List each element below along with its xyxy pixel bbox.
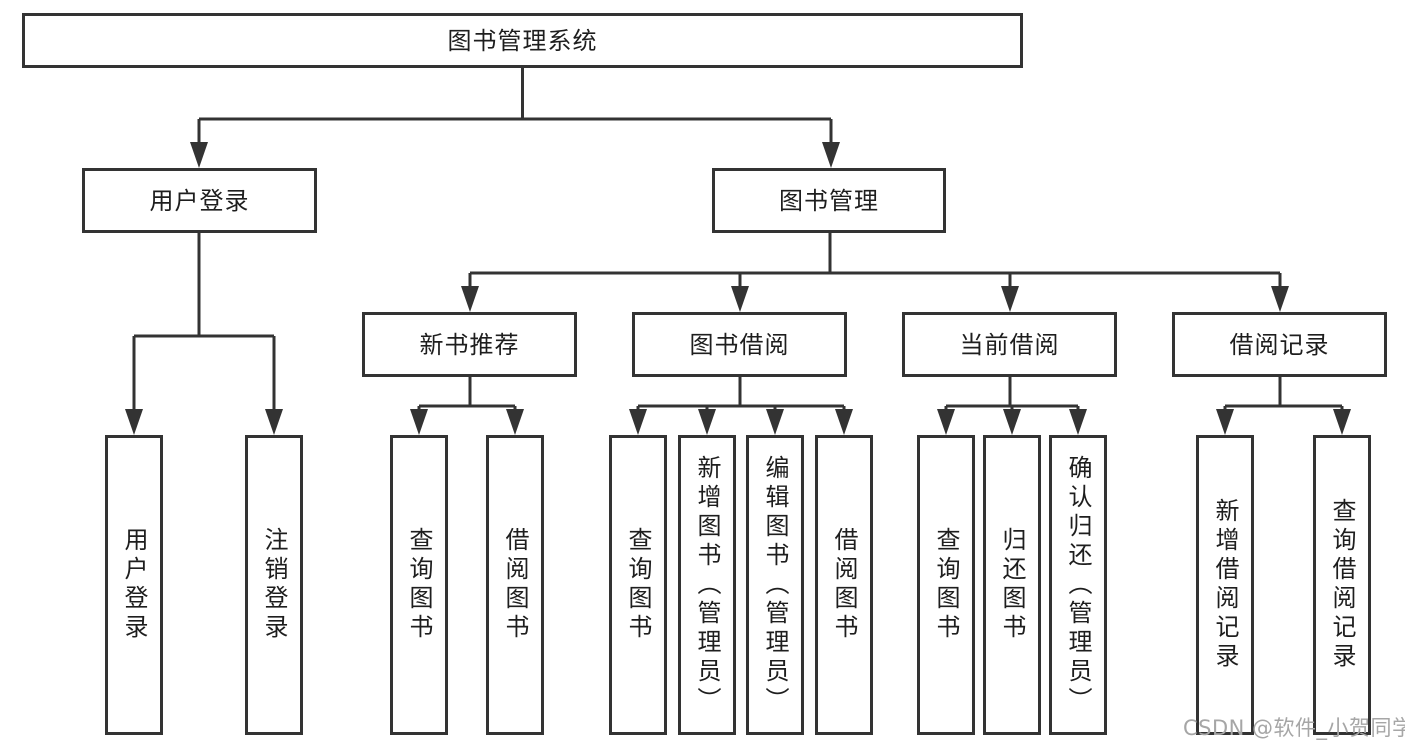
arrow-down-icon (1003, 409, 1021, 435)
leaf-label: 借阅图书 (501, 527, 529, 643)
node-leaf-borrow-books: 借阅图书 (815, 435, 873, 735)
node-leaf-logout: 注销登录 (245, 435, 303, 735)
leaf-label: 用户登录 (120, 527, 148, 643)
arrow-down-icon (1216, 409, 1234, 435)
arrow-down-icon (190, 142, 208, 168)
node-borrowing-records: 借阅记录 (1172, 312, 1387, 377)
node-user-login: 用户登录 (82, 168, 317, 233)
leaf-label: 查询图书 (932, 527, 960, 643)
leaf-label: 查询图书 (405, 527, 433, 643)
node-current-borrowing: 当前借阅 (902, 312, 1117, 377)
node-library-system: 图书管理系统 (22, 13, 1023, 68)
arrow-down-icon (822, 142, 840, 168)
arrow-down-icon (835, 409, 853, 435)
node-leaf-query-books: 查询图书 (390, 435, 448, 735)
node-leaf-return-books: 归还图书 (983, 435, 1041, 735)
arrow-down-icon (1333, 409, 1351, 435)
leaf-label: 查询借阅记录 (1328, 498, 1356, 672)
leaf-label: 新增图书（管理员） (693, 454, 721, 716)
node-leaf-add-books-admin: 新增图书（管理员） (678, 435, 736, 735)
leaf-label: 编辑图书（管理员） (761, 454, 789, 716)
arrow-down-icon (1271, 286, 1289, 312)
arrow-down-icon (410, 409, 428, 435)
leaf-label: 借阅图书 (830, 527, 858, 643)
node-leaf-query-borrow-record: 查询借阅记录 (1313, 435, 1371, 735)
node-leaf-user-login: 用户登录 (105, 435, 163, 735)
arrow-down-icon (937, 409, 955, 435)
node-book-borrowing: 图书借阅 (632, 312, 847, 377)
arrow-down-icon (1069, 409, 1087, 435)
node-leaf-query-books: 查询图书 (609, 435, 667, 735)
leaf-label: 确认归还（管理员） (1064, 454, 1092, 716)
node-new-book-recommend: 新书推荐 (362, 312, 577, 377)
csdn-watermark: CSDN @软件_小贺同学 (1183, 716, 1405, 740)
arrow-down-icon (698, 409, 716, 435)
node-leaf-confirm-return-admin: 确认归还（管理员） (1049, 435, 1107, 735)
node-book-management: 图书管理 (712, 168, 946, 233)
arrow-down-icon (766, 409, 784, 435)
arrow-down-icon (125, 409, 143, 435)
arrow-down-icon (731, 286, 749, 312)
arrow-down-icon (265, 409, 283, 435)
leaf-label: 注销登录 (260, 527, 288, 643)
node-leaf-edit-books-admin: 编辑图书（管理员） (746, 435, 804, 735)
arrow-down-icon (506, 409, 524, 435)
arrow-down-icon (629, 409, 647, 435)
node-leaf-add-borrow-record: 新增借阅记录 (1196, 435, 1254, 735)
node-leaf-borrow-books: 借阅图书 (486, 435, 544, 735)
arrow-down-icon (1001, 286, 1019, 312)
leaf-label: 查询图书 (624, 527, 652, 643)
arrow-down-icon (461, 286, 479, 312)
node-leaf-query-books: 查询图书 (917, 435, 975, 735)
leaf-label: 新增借阅记录 (1211, 498, 1239, 672)
leaf-label: 归还图书 (998, 527, 1026, 643)
